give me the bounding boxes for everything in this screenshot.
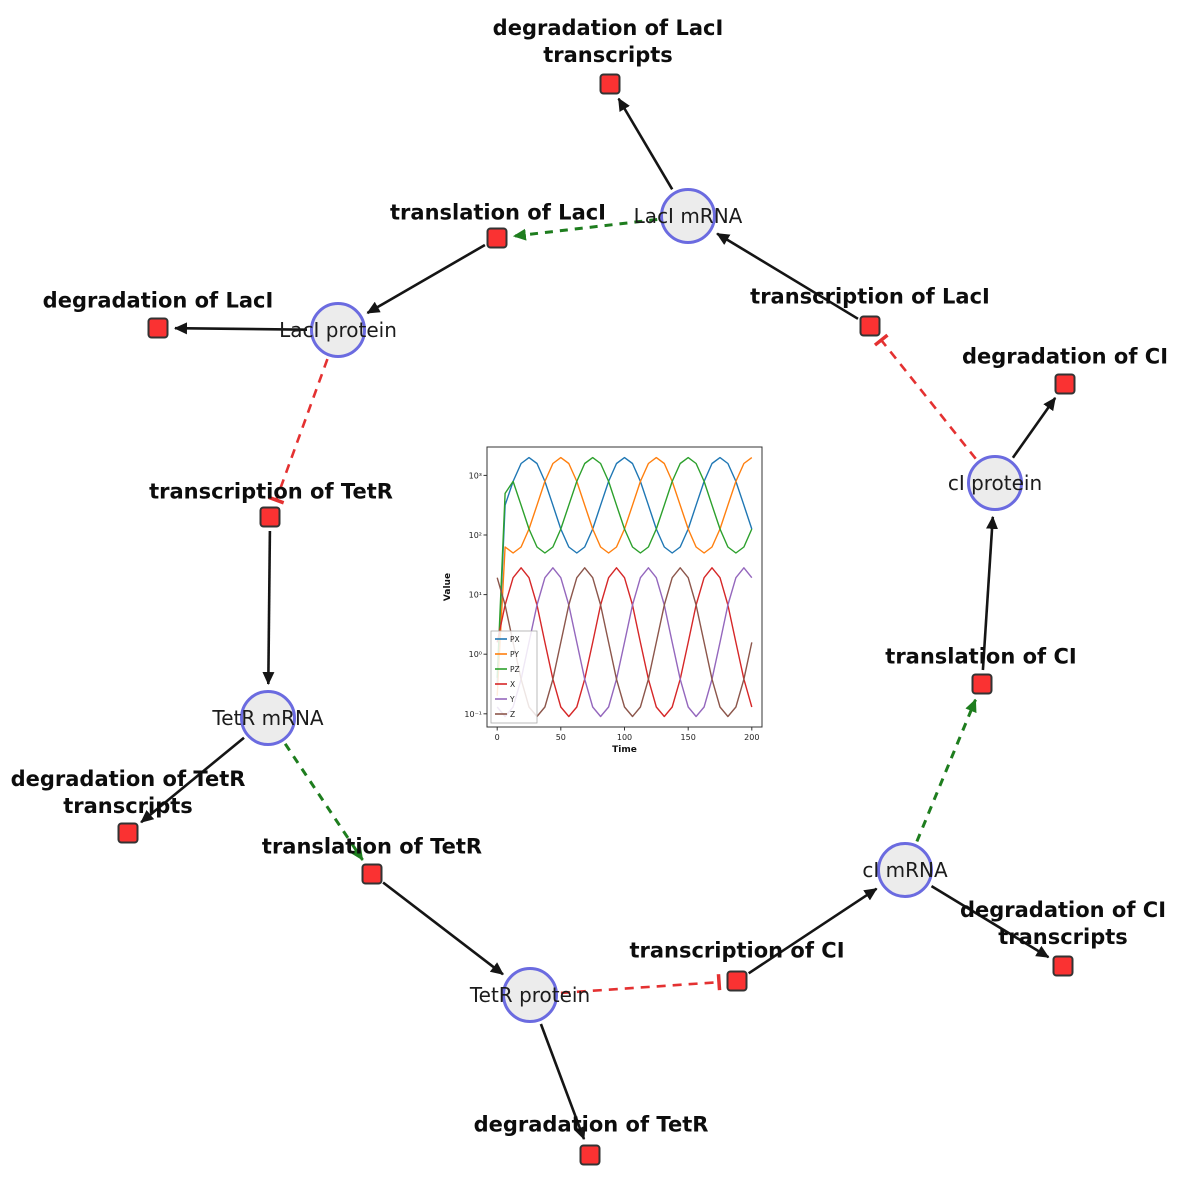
reaction-label-line: translation of TetR (261, 834, 483, 859)
edge-transl_cI-to-cI_protein (981, 515, 999, 671)
y-tick-label: 10⁻¹ (464, 710, 482, 719)
reaction-node-txn_cI[interactable] (726, 970, 748, 992)
reaction-label-line: degradation of CI (959, 898, 1167, 922)
edge-lacI_mRNA-to-deg_lacI_tx (617, 97, 674, 190)
reaction-label-line: degradation of TetR (473, 1112, 709, 1137)
series-Y (496, 567, 753, 718)
species-node-lacI_protein[interactable] (310, 302, 366, 358)
reaction-label-line: transcription of LacI (750, 284, 990, 309)
species-node-cI_mRNA[interactable] (877, 842, 933, 898)
y-tick-label: 10¹ (469, 591, 482, 600)
reaction-label-line: transcripts (998, 925, 1128, 949)
edge-cI_protein-to-deg_cI (1011, 397, 1057, 459)
reaction-node-transl_cI[interactable] (971, 673, 993, 695)
reaction-label-line: translation of CI (885, 644, 1077, 669)
edge-txn_cI-to-cI_mRNA (747, 887, 878, 975)
edge-tetR_mRNA-to-deg_tetR_tx (140, 736, 245, 824)
reaction-label-line: transcripts (63, 794, 193, 818)
reaction-node-deg_lacI_tx[interactable] (599, 73, 621, 95)
series-Z (496, 567, 753, 718)
edge-txn_tetR-to-tetR_mRNA (262, 530, 275, 685)
edge-tetR_protein-to-deg_tetR (539, 1023, 586, 1141)
reaction-label-deg_tetR_tx: degradation of TetR transcripts (11, 766, 246, 820)
legend-label: X (510, 680, 515, 689)
reaction-label-transl_cI: translation of CI (885, 644, 1076, 671)
reaction-node-deg_tetR[interactable] (579, 1144, 601, 1166)
species-label-cI_mRNA: cI mRNA (862, 858, 948, 882)
species-node-cI_protein[interactable] (967, 455, 1023, 511)
edge-transl_lacI-to-lacI_protein (366, 243, 486, 315)
species-label-cI_protein: cI protein (947, 471, 1043, 495)
reaction-label-deg_cI_tx: degradation of CI transcripts (960, 897, 1166, 951)
edge-tetR_protein-to-txn_cI (560, 974, 722, 995)
reaction-node-txn_tetR[interactable] (259, 506, 281, 528)
y-tick-label: 10² (469, 531, 482, 540)
x-tick-label: 50 (556, 733, 566, 742)
reaction-node-transl_lacI[interactable] (486, 227, 508, 249)
legend-label: PZ (510, 665, 520, 674)
x-tick-label: 0 (495, 733, 500, 742)
reaction-label-line: degradation of TetR (10, 767, 246, 791)
edge-transl_tetR-to-tetR_protein (382, 881, 504, 976)
species-label-lacI_protein: LacI protein (279, 318, 397, 342)
reaction-label-transl_lacI: translation of LacI (390, 200, 606, 227)
edge-txn_lacI-to-lacI_mRNA (716, 232, 859, 320)
species-node-lacI_mRNA[interactable] (660, 188, 716, 244)
reaction-label-line: transcription of CI (629, 938, 845, 963)
reaction-label-line: degradation of LacI (42, 288, 274, 313)
reaction-node-transl_tetR[interactable] (361, 863, 383, 885)
legend-label: PX (510, 635, 520, 644)
legend-label: Z (510, 710, 515, 719)
reaction-label-deg_lacI: degradation of LacI (43, 288, 274, 315)
reaction-node-deg_cI[interactable] (1054, 373, 1076, 395)
species-label-tetR_mRNA: TetR mRNA (212, 706, 324, 730)
reaction-node-deg_cI_tx[interactable] (1052, 955, 1074, 977)
x-tick-label: 200 (744, 733, 759, 742)
species-label-tetR_protein: TetR protein (469, 983, 591, 1007)
edge-lacI_protein-to-deg_lacI (174, 322, 308, 335)
reaction-label-deg_tetR: degradation of TetR (474, 1112, 709, 1139)
reaction-node-deg_lacI[interactable] (147, 317, 169, 339)
y-tick-label: 10⁰ (469, 650, 482, 659)
reaction-label-txn_tetR: transcription of TetR (149, 479, 393, 506)
reaction-label-deg_cI: degradation of CI (962, 344, 1168, 371)
plot-legend: PX PY PZ XYZ (490, 630, 538, 724)
reaction-label-line: transcription of TetR (149, 479, 393, 504)
series-PX (496, 456, 753, 686)
reaction-node-txn_lacI[interactable] (859, 315, 881, 337)
reaction-label-txn_cI: transcription of CI (629, 938, 844, 965)
x-axis-title: Time (612, 745, 637, 755)
y-tick-label: 10³ (469, 471, 482, 480)
reaction-label-line: degradation of LacI (492, 16, 724, 40)
species-node-tetR_protein[interactable] (502, 967, 558, 1023)
series-X (496, 567, 753, 718)
y-axis-title: Value (443, 573, 453, 601)
reaction-label-deg_lacI_tx: degradation of LacI transcripts (493, 15, 724, 69)
legend-label: PY (510, 650, 519, 659)
reaction-label-transl_tetR: translation of TetR (262, 834, 482, 861)
series-PZ (496, 456, 753, 678)
species-label-lacI_mRNA: LacI mRNA (633, 204, 743, 228)
reaction-label-line: degradation of CI (961, 344, 1169, 369)
reaction-label-txn_lacI: transcription of LacI (750, 284, 990, 311)
reaction-label-line: translation of LacI (390, 200, 606, 225)
reaction-label-line: transcripts (543, 43, 673, 67)
species-node-tetR_mRNA[interactable] (240, 690, 296, 746)
edge-lacI_mRNA-to-transl_lacI (512, 218, 658, 241)
edge-cI_mRNA-to-transl_cI (915, 698, 977, 842)
reaction-node-deg_tetR_tx[interactable] (117, 822, 139, 844)
legend-label: Y (509, 695, 515, 704)
edge-cI_mRNA-to-deg_cI_tx (930, 884, 1050, 959)
x-tick-label: 150 (681, 733, 696, 742)
x-tick-label: 100 (617, 733, 632, 742)
